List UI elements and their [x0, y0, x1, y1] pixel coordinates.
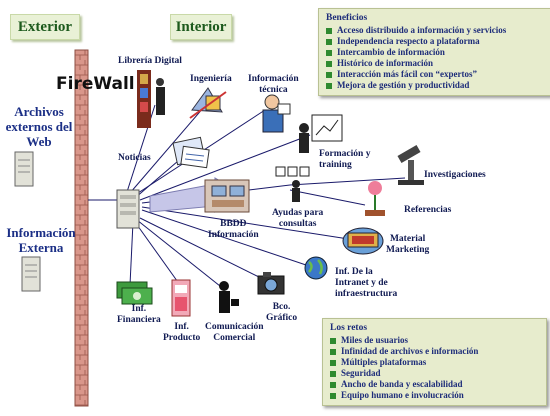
bullet-icon	[326, 83, 332, 90]
connector-referencias	[289, 189, 366, 206]
label-grafico: Bco. Gráfico	[266, 302, 298, 323]
camera-icon	[257, 272, 285, 295]
bullet-icon	[326, 72, 332, 79]
retos-item: Infinidad de archivos e información	[330, 346, 542, 357]
label-ingenieria: Ingeniería	[190, 74, 232, 84]
connector-grafico	[139, 217, 266, 281]
beneficios-item: Histórico de información	[326, 58, 546, 69]
businessman-icon	[219, 281, 239, 313]
label-noticias: Noticias	[118, 153, 151, 163]
beneficios-item: Intercambio de información	[326, 47, 546, 58]
connector-financiera	[129, 221, 134, 286]
hub-server-icon	[116, 189, 140, 229]
bullet-icon	[330, 338, 336, 344]
label-libreria: Librería Digital	[118, 56, 182, 66]
connector-lines	[88, 99, 406, 291]
bullet-icon	[330, 349, 336, 356]
technical-man-icon	[262, 94, 291, 133]
beneficios-item: Independencia respecto a plataforma	[326, 36, 546, 47]
bullet-icon	[326, 50, 332, 57]
retos-title: Los retos	[330, 323, 368, 333]
server-icon-externa	[21, 256, 41, 292]
training-icon	[299, 114, 343, 153]
label-producto: Inf. Producto	[163, 322, 201, 343]
bullet-icon	[326, 39, 332, 46]
label-material: Material Marketing	[386, 234, 430, 255]
help-figure-icon	[275, 166, 310, 202]
connector-material	[141, 206, 356, 241]
server-icon-archivos	[14, 151, 34, 187]
product-icon	[171, 279, 191, 317]
retos-item: Seguridad	[330, 368, 542, 379]
bullet-icon	[330, 393, 336, 400]
connector-intranet	[141, 209, 316, 269]
beneficios-item: Interacción más fácil con “expertos”	[326, 69, 546, 80]
bullet-icon	[330, 382, 336, 389]
beneficios-item: Mejora de gestión y productividad	[326, 80, 546, 91]
label-comunicacion: Comunicación Comercial	[205, 322, 264, 343]
references-icon	[365, 181, 385, 216]
firewall-wall	[74, 49, 89, 407]
bullet-icon	[326, 61, 332, 68]
connector-investigaciones	[289, 177, 406, 186]
intranet-globe-icon	[304, 256, 328, 280]
retos-item: Ancho de banda y escalabilidad	[330, 379, 542, 390]
label-referencias: Referencias	[404, 205, 452, 215]
beneficios-list: Acceso distribuido a información y servi…	[326, 25, 546, 92]
retos-item: Equipo humano e involucración	[330, 390, 542, 401]
money-icon	[116, 281, 153, 305]
label-formacion: Formación y training	[319, 149, 371, 170]
label-intranet: Inf. De la Intranet y de infraestructura	[335, 267, 398, 299]
label-info-tecnica: Información técnica	[248, 74, 299, 95]
firewall-label: FireWall	[56, 74, 135, 94]
bullet-icon	[330, 360, 336, 367]
retos-list: Miles de usuarios Infinidad de archivos …	[330, 335, 542, 402]
news-icon	[172, 136, 210, 169]
bullet-icon	[326, 28, 332, 34]
database-icon	[204, 179, 250, 213]
connector-producto	[134, 221, 181, 286]
beneficios-box: Beneficios Acceso distribuido a informac…	[318, 8, 550, 96]
marketing-icon	[342, 227, 384, 255]
label-informacion-externa: Información Externa	[6, 225, 76, 255]
connector-comunicacion	[136, 219, 226, 291]
library-icon	[137, 70, 165, 128]
label-ayudas: Ayudas para consultas	[272, 208, 324, 229]
label-financiera: Inf. Financiera	[117, 304, 161, 325]
header-exterior: Exterior	[10, 14, 80, 40]
label-investigaciones: Investigaciones	[424, 170, 486, 180]
header-interior: Interior	[170, 14, 232, 40]
connector-formacion	[139, 134, 311, 201]
beneficios-item: Acceso distribuido a información y servi…	[326, 25, 546, 36]
retos-item: Miles de usuarios	[330, 335, 542, 346]
label-archivos-externos: Archivos externos del Web	[5, 104, 73, 149]
bullet-icon	[330, 371, 336, 378]
engineering-icon	[189, 87, 227, 119]
connector-ingenieria	[129, 99, 211, 194]
beneficios-title: Beneficios	[326, 13, 368, 23]
retos-item: Múltiples plataformas	[330, 357, 542, 368]
retos-box: Los retos Miles de usuarios Infinidad de…	[322, 318, 547, 406]
microscope-icon	[397, 145, 424, 185]
label-bbdd: BBDD Información	[208, 219, 259, 240]
